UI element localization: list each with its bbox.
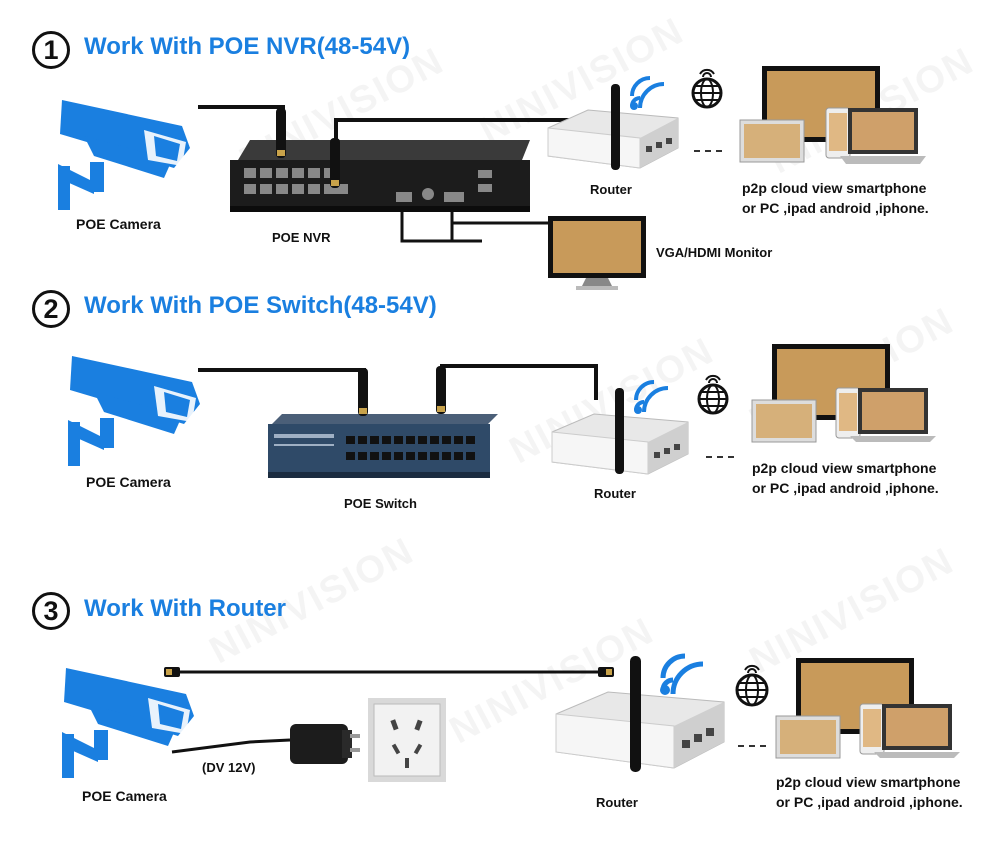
p2p-line1: p2p cloud view smartphone <box>776 774 961 790</box>
antenna-icon <box>436 366 446 414</box>
nvr-label: POE NVR <box>272 230 331 245</box>
p2p-line2: or PC ,ipad android ,iphone. <box>742 200 929 216</box>
power-adapter-icon <box>290 724 360 764</box>
antenna-icon <box>630 656 641 772</box>
client-devices-icon <box>751 344 936 443</box>
switch-label: POE Switch <box>344 496 417 511</box>
poe-switch-device <box>268 414 498 478</box>
section-title: Work With POE Switch(48-54V) <box>84 292 437 319</box>
section-number: 3 <box>32 592 70 630</box>
antenna-icon <box>611 84 620 170</box>
antenna-icon <box>615 388 624 474</box>
wifi-icon <box>660 653 704 695</box>
poe-camera-icon <box>58 100 190 210</box>
poe-camera-icon <box>68 356 200 466</box>
client-devices-icon <box>739 66 926 164</box>
globe-icon <box>691 68 723 109</box>
p2p-line1: p2p cloud view smartphone <box>752 460 937 476</box>
dashed-connector <box>738 745 766 747</box>
p2p-line2: or PC ,ipad android ,iphone. <box>752 480 939 496</box>
wifi-icon <box>630 76 665 110</box>
camera-label: POE Camera <box>86 474 171 490</box>
camera-label: POE Camera <box>76 216 161 232</box>
antenna-icon <box>276 108 286 158</box>
antenna-icon <box>330 138 340 188</box>
globe-icon <box>697 374 729 415</box>
section-title: Work With Router <box>84 595 286 622</box>
p2p-line1: p2p cloud view smartphone <box>742 180 927 196</box>
wall-socket-icon <box>368 698 446 782</box>
wifi-icon <box>634 380 669 414</box>
monitor-icon <box>548 216 646 290</box>
router-label: Router <box>590 182 632 197</box>
camera-label: POE Camera <box>82 788 167 804</box>
section-title: Work With POE NVR(48-54V) <box>84 33 411 60</box>
p2p-line2: or PC ,ipad android ,iphone. <box>776 794 963 810</box>
power-label: (DV 12V) <box>202 760 256 775</box>
monitor-label: VGA/HDMI Monitor <box>656 245 773 260</box>
section-number: 2 <box>32 290 70 328</box>
poe-nvr-device <box>230 140 530 212</box>
dashed-connector <box>694 150 722 152</box>
router-label: Router <box>596 795 638 810</box>
dashed-connector <box>706 456 734 458</box>
client-devices-icon <box>775 658 960 759</box>
globe-icon <box>735 664 769 707</box>
section-number: 1 <box>32 31 70 69</box>
router-label: Router <box>594 486 636 501</box>
poe-camera-icon <box>62 668 194 778</box>
antenna-icon <box>358 368 368 416</box>
